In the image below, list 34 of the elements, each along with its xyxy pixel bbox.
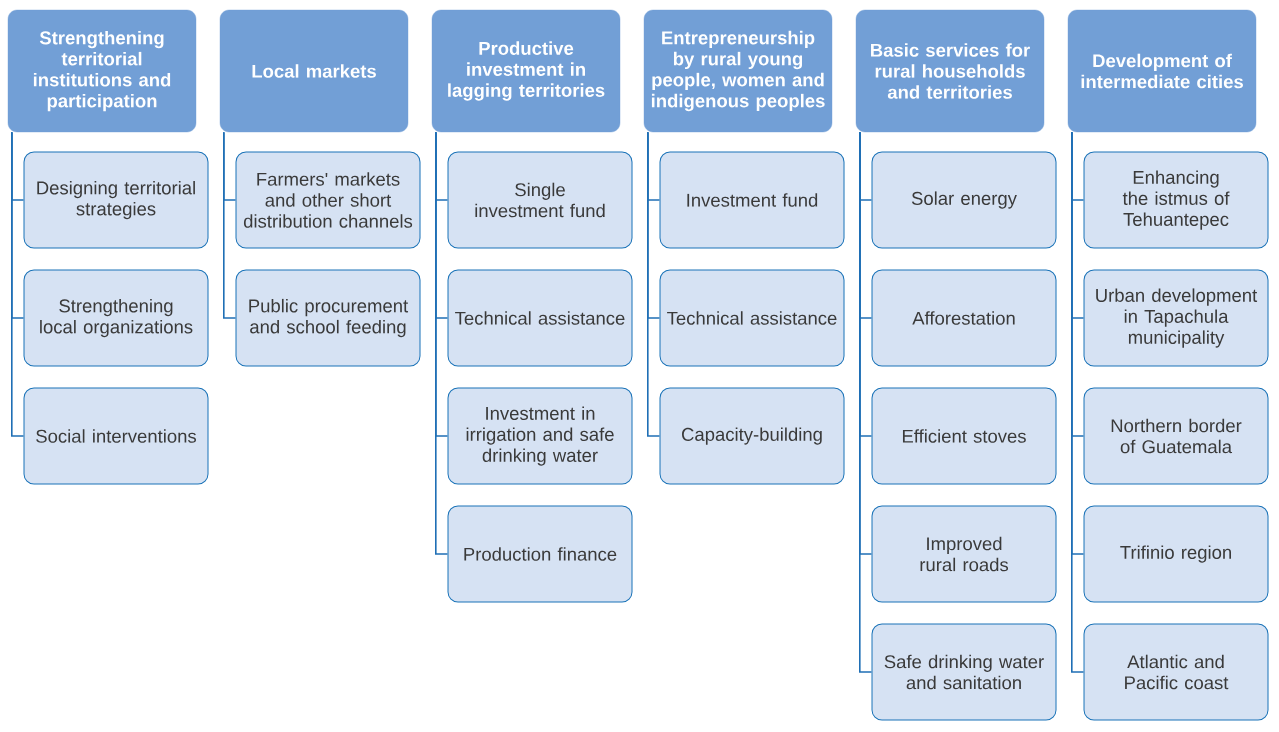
item-box: Technical assistance [447, 269, 633, 367]
item-box: Capacity-building [659, 387, 845, 485]
connector-line [223, 131, 237, 319]
connector-line [435, 131, 449, 555]
item-box: Solar energy [871, 151, 1057, 249]
item-box: Safe drinking water and sanitation [871, 623, 1057, 721]
item-box: Production finance [447, 505, 633, 603]
item-box: Investment in irrigation and safe drinking water [447, 387, 633, 485]
connector-line [647, 131, 661, 437]
category-header: Development of intermediate cities [1067, 9, 1257, 133]
category-header: Productive investment in lagging territories [431, 9, 621, 133]
connector-line [859, 131, 873, 673]
item-box: Strengthening local organizations [23, 269, 209, 367]
item-box: Improved rural roads [871, 505, 1057, 603]
item-box: Designing territorial strategies [23, 151, 209, 249]
item-box: Single investment fund [447, 151, 633, 249]
category-header: Basic services for rural households and territories [855, 9, 1045, 133]
category-header: Entrepreneurship by rural young people, women and indigenous peoples [643, 9, 833, 133]
item-box: Investment fund [659, 151, 845, 249]
category-header: Strengthening territorial institutions and participation [7, 9, 197, 133]
item-box: Northern border of Guatemala [1083, 387, 1269, 485]
item-box: Public procurement and school feeding [235, 269, 421, 367]
item-box: Afforestation [871, 269, 1057, 367]
item-box: Technical assistance [659, 269, 845, 367]
connector-line [11, 131, 25, 437]
item-box: Enhancing the istmus of Tehuantepec [1083, 151, 1269, 249]
item-box: Trifinio region [1083, 505, 1269, 603]
item-box: Farmers' markets and other short distribution channels [235, 151, 421, 249]
item-box: Atlantic and Pacific coast [1083, 623, 1269, 721]
item-box: Urban development in Tapachula municipality [1083, 269, 1269, 367]
category-header: Local markets [219, 9, 409, 133]
item-box: Social interventions [23, 387, 209, 485]
connector-line [1071, 131, 1085, 673]
item-box: Efficient stoves [871, 387, 1057, 485]
